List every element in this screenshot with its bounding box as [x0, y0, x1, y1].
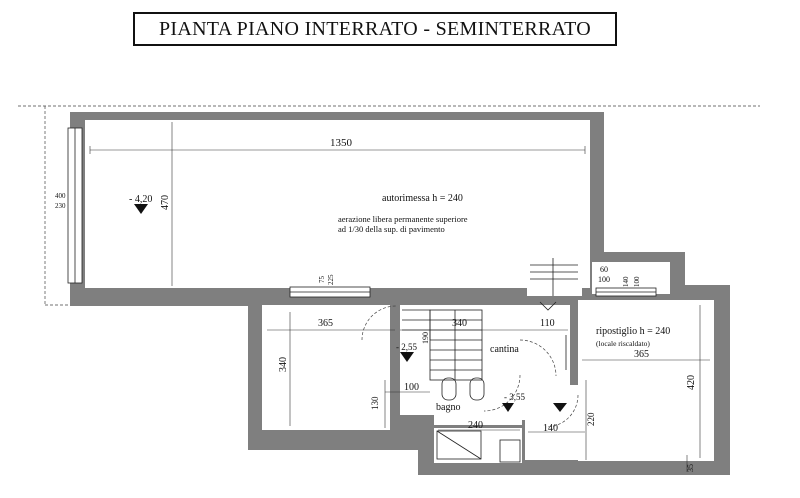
garage-stair [530, 258, 578, 311]
level-stair: - 2,55 [396, 342, 417, 352]
room-label-autorimessa: autorimessa h = 240 [382, 193, 463, 204]
level-marker-stair [400, 352, 414, 362]
dim-240-bagno: 240 [468, 420, 483, 431]
room-ripostiglio [578, 300, 714, 461]
room-label-ripostiglio: ripostiglio h = 240 [596, 326, 670, 337]
dim-190: 190 [421, 332, 430, 344]
level-garage: - 4,20 [129, 194, 152, 205]
dimension-lines [89, 122, 710, 472]
dim-470: 470 [160, 195, 171, 210]
dim-140-lower: 140 [543, 423, 558, 434]
dim-140: 140 [622, 276, 630, 287]
dim-130: 130 [370, 396, 380, 410]
room-stair-opening [527, 258, 582, 296]
annex-window [595, 287, 657, 297]
note-heating: (locale riscaldato) [596, 339, 650, 348]
garage-window-left [67, 127, 83, 284]
dim-340-top: 340 [452, 318, 467, 329]
level-markers [134, 204, 567, 412]
level-marker-ripostiglio [553, 403, 567, 412]
dim-225: 225 [327, 274, 335, 285]
bidet [441, 377, 457, 401]
dim-230: 230 [55, 202, 66, 210]
dim-400: 400 [55, 192, 66, 200]
dim-75: 75 [318, 276, 326, 284]
room-autorimessa [85, 120, 590, 288]
wash-basin [499, 439, 521, 463]
level-bagno: - 3,55 [504, 392, 525, 402]
note-aeration-2: ad 1/30 della sup. di pavimento [338, 224, 445, 234]
bathroom-fixtures [436, 377, 521, 463]
drawing-title: PIANTA PIANO INTERRATO - SEMINTERRATO [133, 12, 617, 46]
toilet [469, 377, 485, 401]
dim-220: 220 [586, 412, 596, 426]
room-label-bagno: bagno [436, 402, 460, 413]
garage-window-bottom [289, 286, 371, 298]
shower-tray [436, 430, 482, 460]
note-aeration-1: aerazione libera permanente superiore [338, 214, 468, 224]
level-marker-garage [134, 204, 148, 214]
dim-340-left: 340 [278, 357, 289, 372]
room-label-cantina: cantina [490, 344, 519, 355]
dim-365-right: 365 [634, 349, 649, 360]
drawing-title-text: PIANTA PIANO INTERRATO - SEMINTERRATO [158, 17, 592, 40]
dim-1350: 1350 [330, 137, 353, 149]
room-shower-area [434, 428, 522, 463]
door-swings [361, 305, 579, 428]
room-lower-center [525, 385, 585, 460]
dim-100a: 100 [598, 275, 610, 284]
dim-420: 420 [686, 375, 697, 390]
level-marker-bagno [502, 403, 514, 412]
room-left-lower [262, 305, 390, 430]
dim-35: 35 [686, 464, 695, 472]
room-interiors [85, 120, 714, 463]
dim-100b: 100 [633, 276, 641, 287]
dim-60: 60 [600, 265, 608, 274]
dim-100-bagno: 100 [404, 382, 419, 393]
dim-365-left: 365 [318, 318, 333, 329]
dim-110: 110 [540, 318, 555, 329]
